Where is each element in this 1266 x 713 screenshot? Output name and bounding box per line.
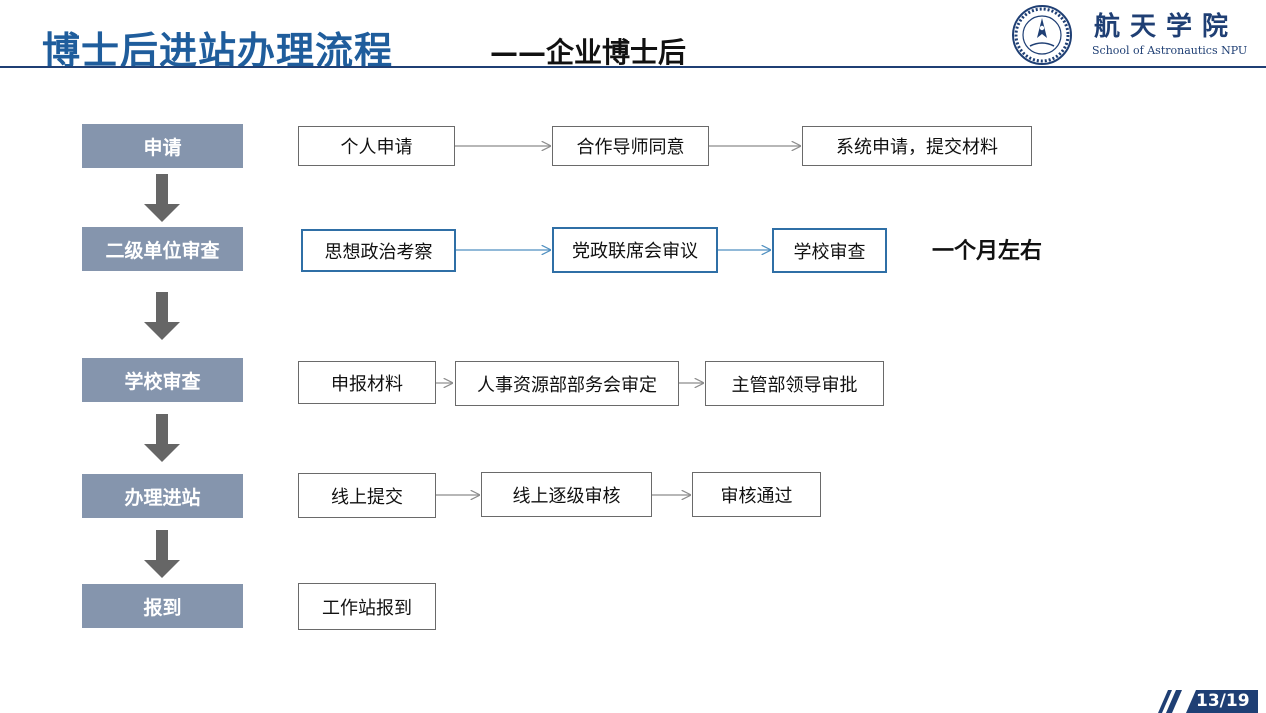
step-workstation-report: 工作站报到 (298, 583, 436, 630)
step-political-review: 思想政治考察 (301, 229, 456, 272)
logo-school-english: School of Astronautics NPU (1092, 44, 1248, 57)
step-personal-application: 个人申请 (298, 126, 455, 166)
page-number: 13/19 (1196, 691, 1250, 711)
step-online-review: 线上逐级审核 (481, 472, 652, 517)
stage-enter-station: 办理进站 (82, 474, 243, 518)
page-title: 博士后进站办理流程 (42, 29, 394, 73)
logo-school-name: 航天学院 (1094, 12, 1239, 42)
stage-report: 报到 (82, 584, 243, 628)
header-divider (0, 66, 1266, 68)
down-arrow-icon (144, 530, 180, 578)
step-hr-approval: 人事资源部部务会审定 (455, 361, 679, 406)
step-online-submit: 线上提交 (298, 473, 436, 518)
page-subtitle: ——企业博士后 (490, 31, 686, 71)
step-school-check: 学校审查 (772, 228, 887, 273)
duration-note: 一个月左右 (932, 239, 1043, 264)
school-seal-logo (1012, 5, 1072, 65)
down-arrow-icon (144, 292, 180, 340)
stage-school-review: 学校审查 (82, 358, 243, 402)
step-declaration-materials: 申报材料 (298, 361, 436, 404)
down-arrow-icon (144, 414, 180, 462)
step-approved: 审核通过 (692, 472, 821, 517)
step-leader-approval: 主管部领导审批 (705, 361, 884, 406)
step-advisor-consent: 合作导师同意 (552, 126, 709, 166)
page-number-badge (1158, 690, 1258, 713)
title-dash: —— (490, 36, 546, 69)
step-system-submit: 系统申请，提交材料 (802, 126, 1032, 166)
stage-unit-review: 二级单位审查 (82, 227, 243, 271)
stage-apply: 申请 (82, 124, 243, 168)
down-arrow-icon (144, 174, 180, 222)
step-committee-review: 党政联席会审议 (552, 227, 718, 273)
subtitle-text: 企业博士后 (546, 36, 687, 69)
